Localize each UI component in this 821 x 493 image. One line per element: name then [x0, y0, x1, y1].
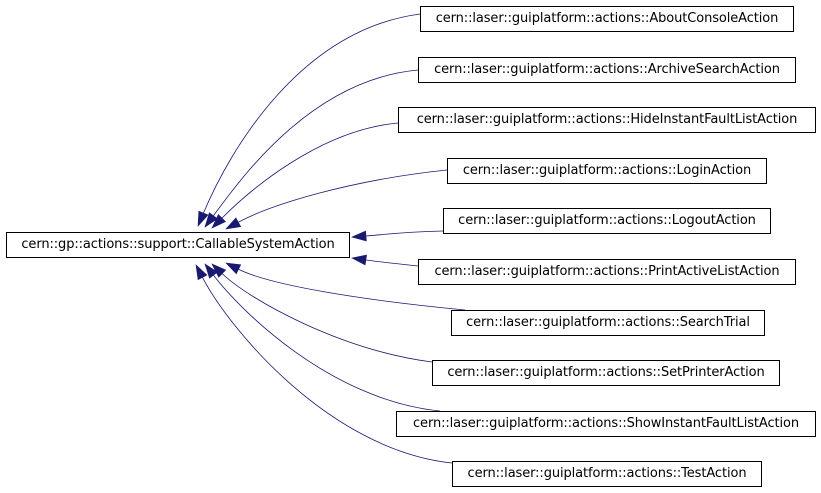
derived-class-print-active-list-action[interactable]: cern::laser::guiplatform::actions::Print…	[418, 259, 796, 285]
inheritance-arrowhead-8	[204, 263, 218, 279]
inheritance-edge-4	[365, 230, 444, 237]
derived-class-archive-search-action[interactable]: cern::laser::guiplatform::actions::Archi…	[418, 57, 796, 83]
inheritance-arrowheads	[195, 210, 367, 281]
inheritance-arrowhead-9	[195, 264, 208, 281]
inheritance-edge-1	[213, 69, 419, 217]
derived-class-login-action[interactable]: cern::laser::guiplatform::actions::Login…	[447, 158, 767, 184]
inheritance-arrowhead-1	[204, 212, 218, 228]
inheritance-edge-0	[203, 13, 421, 214]
inheritance-arrowhead-0	[197, 210, 209, 227]
derived-class-hide-instant-fault-list-action[interactable]: cern::laser::guiplatform::actions::HideI…	[398, 107, 816, 133]
derived-class-logout-action[interactable]: cern::laser::guiplatform::actions::Logou…	[443, 208, 771, 234]
base-class-box[interactable]: cern::gp::actions::support::CallableSyst…	[6, 232, 350, 258]
inheritance-edge-6	[238, 268, 466, 311]
derived-class-test-action[interactable]: cern::laser::guiplatform::actions::TestA…	[452, 461, 762, 487]
inheritance-edge-8	[213, 274, 441, 412]
inheritance-arrowhead-5	[351, 254, 367, 266]
inheritance-arrowhead-2	[211, 214, 226, 229]
inheritance-arrowhead-3	[225, 217, 242, 230]
derived-class-set-printer-action[interactable]: cern::laser::guiplatform::actions::SetPr…	[432, 360, 780, 386]
derived-class-show-instant-fault-list-action[interactable]: cern::laser::guiplatform::actions::ShowI…	[396, 411, 816, 437]
inheritance-edge-9	[202, 277, 453, 464]
inheritance-edge-5	[365, 259, 419, 267]
inheritance-arrowhead-4	[351, 230, 367, 242]
inheritance-edge-3	[238, 169, 448, 223]
inheritance-edge-2	[221, 122, 399, 219]
inheritance-arrowhead-6	[225, 262, 242, 275]
inheritance-edge-7	[221, 273, 433, 363]
derived-class-about-console-action[interactable]: cern::laser::guiplatform::actions::About…	[420, 6, 794, 32]
inheritance-edges	[202, 13, 466, 464]
derived-class-search-trial[interactable]: cern::laser::guiplatform::actions::Searc…	[451, 310, 765, 336]
